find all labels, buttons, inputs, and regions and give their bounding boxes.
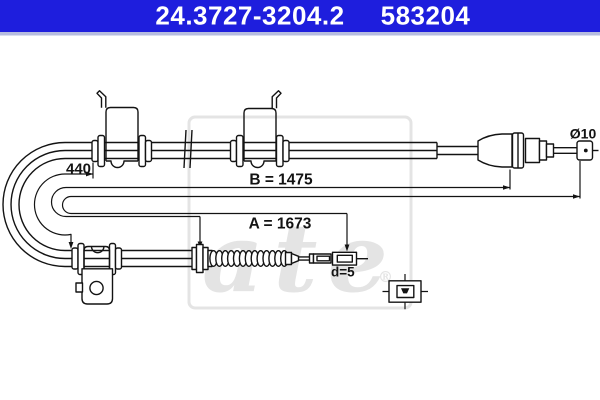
bellows-boot xyxy=(209,249,289,267)
bend-inner-edge xyxy=(18,157,66,252)
reference-number: 583204 xyxy=(381,1,471,31)
clevis-block-slot xyxy=(336,254,353,263)
eye-hole xyxy=(583,148,588,153)
adjuster-cone xyxy=(477,133,513,168)
grommet-disk xyxy=(97,134,106,168)
rod-diameter-label: d=5 xyxy=(331,265,355,280)
bracket-2-hook xyxy=(271,90,282,109)
upper-cable-run xyxy=(65,141,478,160)
clevis-rod xyxy=(298,256,310,261)
dimension-440-label: 440 xyxy=(66,161,91,178)
clip-part-top-view xyxy=(382,274,428,310)
adjuster-cylinder xyxy=(524,137,541,164)
mounting-bracket-1 xyxy=(96,90,139,169)
dim-440-arrow-down xyxy=(68,242,74,249)
adjuster-barrel-assembly xyxy=(477,132,577,169)
sheath-end-disk xyxy=(202,246,209,271)
upper-inner-cable xyxy=(437,145,478,156)
lower-cable-run xyxy=(65,249,193,268)
grommet-disk xyxy=(71,247,79,270)
bracket-1-body xyxy=(105,106,139,169)
dim-a-path xyxy=(61,195,580,246)
end-rod xyxy=(553,147,577,154)
header-background xyxy=(0,0,600,32)
bracket-3-body xyxy=(83,245,111,269)
bracket-3-saddle xyxy=(90,246,105,254)
bracket-3-tab xyxy=(75,282,84,293)
dim-b-path xyxy=(50,186,510,243)
clevis-sleeve xyxy=(312,253,332,264)
cable-eye-end xyxy=(576,140,599,161)
clip-inner-frame xyxy=(396,284,415,299)
bracket-1-hook xyxy=(96,90,107,108)
dim-b-arrow-right xyxy=(503,185,510,190)
grommet-pair-1 xyxy=(91,134,153,168)
watermark-box xyxy=(187,115,413,310)
dim-a-arrow-down xyxy=(344,244,350,252)
mounting-bracket-2 xyxy=(243,90,282,169)
lower-sheath-lines xyxy=(65,249,193,268)
dimension-b-label: B = 1475 xyxy=(249,172,313,189)
grommet-disk xyxy=(144,139,153,163)
eye-diameter-label: Ø10 xyxy=(570,126,597,142)
upper-sheath-lines xyxy=(65,141,437,160)
bracket-3-hole xyxy=(89,280,104,296)
adjuster-neck xyxy=(545,143,555,158)
grommet-disk xyxy=(235,134,244,168)
clip-detent xyxy=(401,288,410,294)
dim-440-arrow-right xyxy=(86,171,93,177)
grommet-disk xyxy=(229,139,238,163)
lower-mounting-bracket xyxy=(75,245,114,305)
bellows-collar xyxy=(284,251,293,266)
header-shadow xyxy=(0,32,600,36)
dimension-a-line xyxy=(61,161,581,252)
adjuster-flange xyxy=(538,140,548,161)
cable-splice-marks xyxy=(183,129,193,169)
sheath-end-disk xyxy=(195,243,204,274)
header-bar: 24.3727-3204.2 583204 xyxy=(0,0,600,36)
dim-440-path xyxy=(33,173,93,243)
clevis-sleeve-slot xyxy=(316,255,331,262)
grommet-pair-2 xyxy=(229,134,290,168)
part-number: 24.3727-3204.2 xyxy=(155,1,344,31)
dim-a-arrow-right xyxy=(573,194,580,199)
dimension-a-label: A = 1673 xyxy=(249,216,312,233)
grommet-disk xyxy=(282,139,290,163)
grommet-disk xyxy=(114,247,123,270)
u-bend xyxy=(2,141,66,268)
grommet-disk xyxy=(91,139,99,163)
grommet-disk xyxy=(138,134,147,168)
bracket-2-body xyxy=(243,107,277,169)
dimension-440-line xyxy=(33,162,94,249)
bend-center-line xyxy=(10,149,66,260)
grommet-disk xyxy=(275,134,284,168)
bend-outer-edge xyxy=(2,141,66,268)
clevis-end-assembly xyxy=(284,251,368,266)
